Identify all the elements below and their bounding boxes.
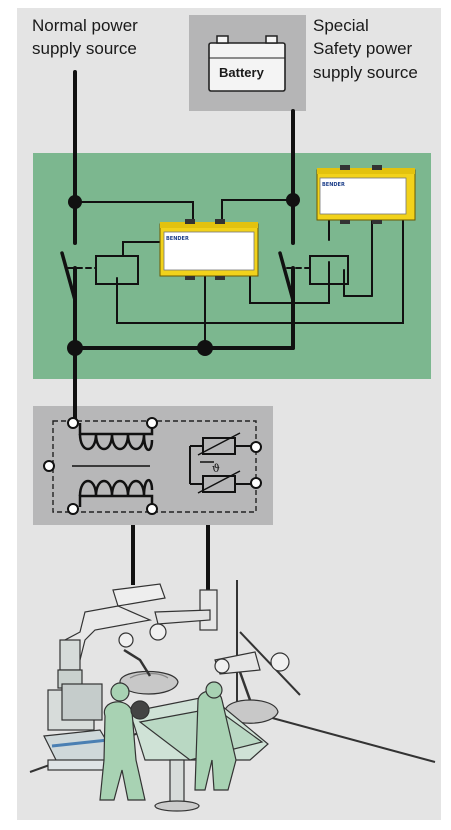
special-source-label-line3: supply source (313, 63, 418, 82)
monitoring-device-left: BENDER (159, 219, 259, 280)
thermal-symbol: ϑ (212, 462, 220, 475)
relay-coil-right (309, 255, 349, 285)
battery-box: Battery (189, 15, 306, 111)
junction-dots (67, 193, 300, 356)
normal-source-label-line2: supply source (32, 39, 137, 58)
device-right-brand: BENDER (322, 182, 345, 188)
transformer-symbol (72, 398, 154, 507)
monitoring-device-right: BENDER (316, 165, 416, 224)
normal-source-label: Normal power supply source (32, 16, 138, 58)
battery-label: Battery (219, 65, 265, 80)
special-source-label-line1: Special (313, 16, 369, 35)
special-source-label: Special Safety power supply source (313, 16, 418, 82)
battery-icon: Battery (208, 35, 286, 92)
relay-coil-left (95, 255, 139, 285)
normal-source-label-line1: Normal power (32, 16, 138, 35)
special-source-label-line2: Safety power (313, 39, 413, 58)
feed-wires (131, 525, 210, 590)
transformer-terminals (43, 417, 262, 515)
operating-room-illustration (29, 580, 436, 812)
device-left-brand: BENDER (166, 236, 189, 242)
wiring (60, 70, 404, 400)
thermistor-symbol (189, 432, 251, 494)
